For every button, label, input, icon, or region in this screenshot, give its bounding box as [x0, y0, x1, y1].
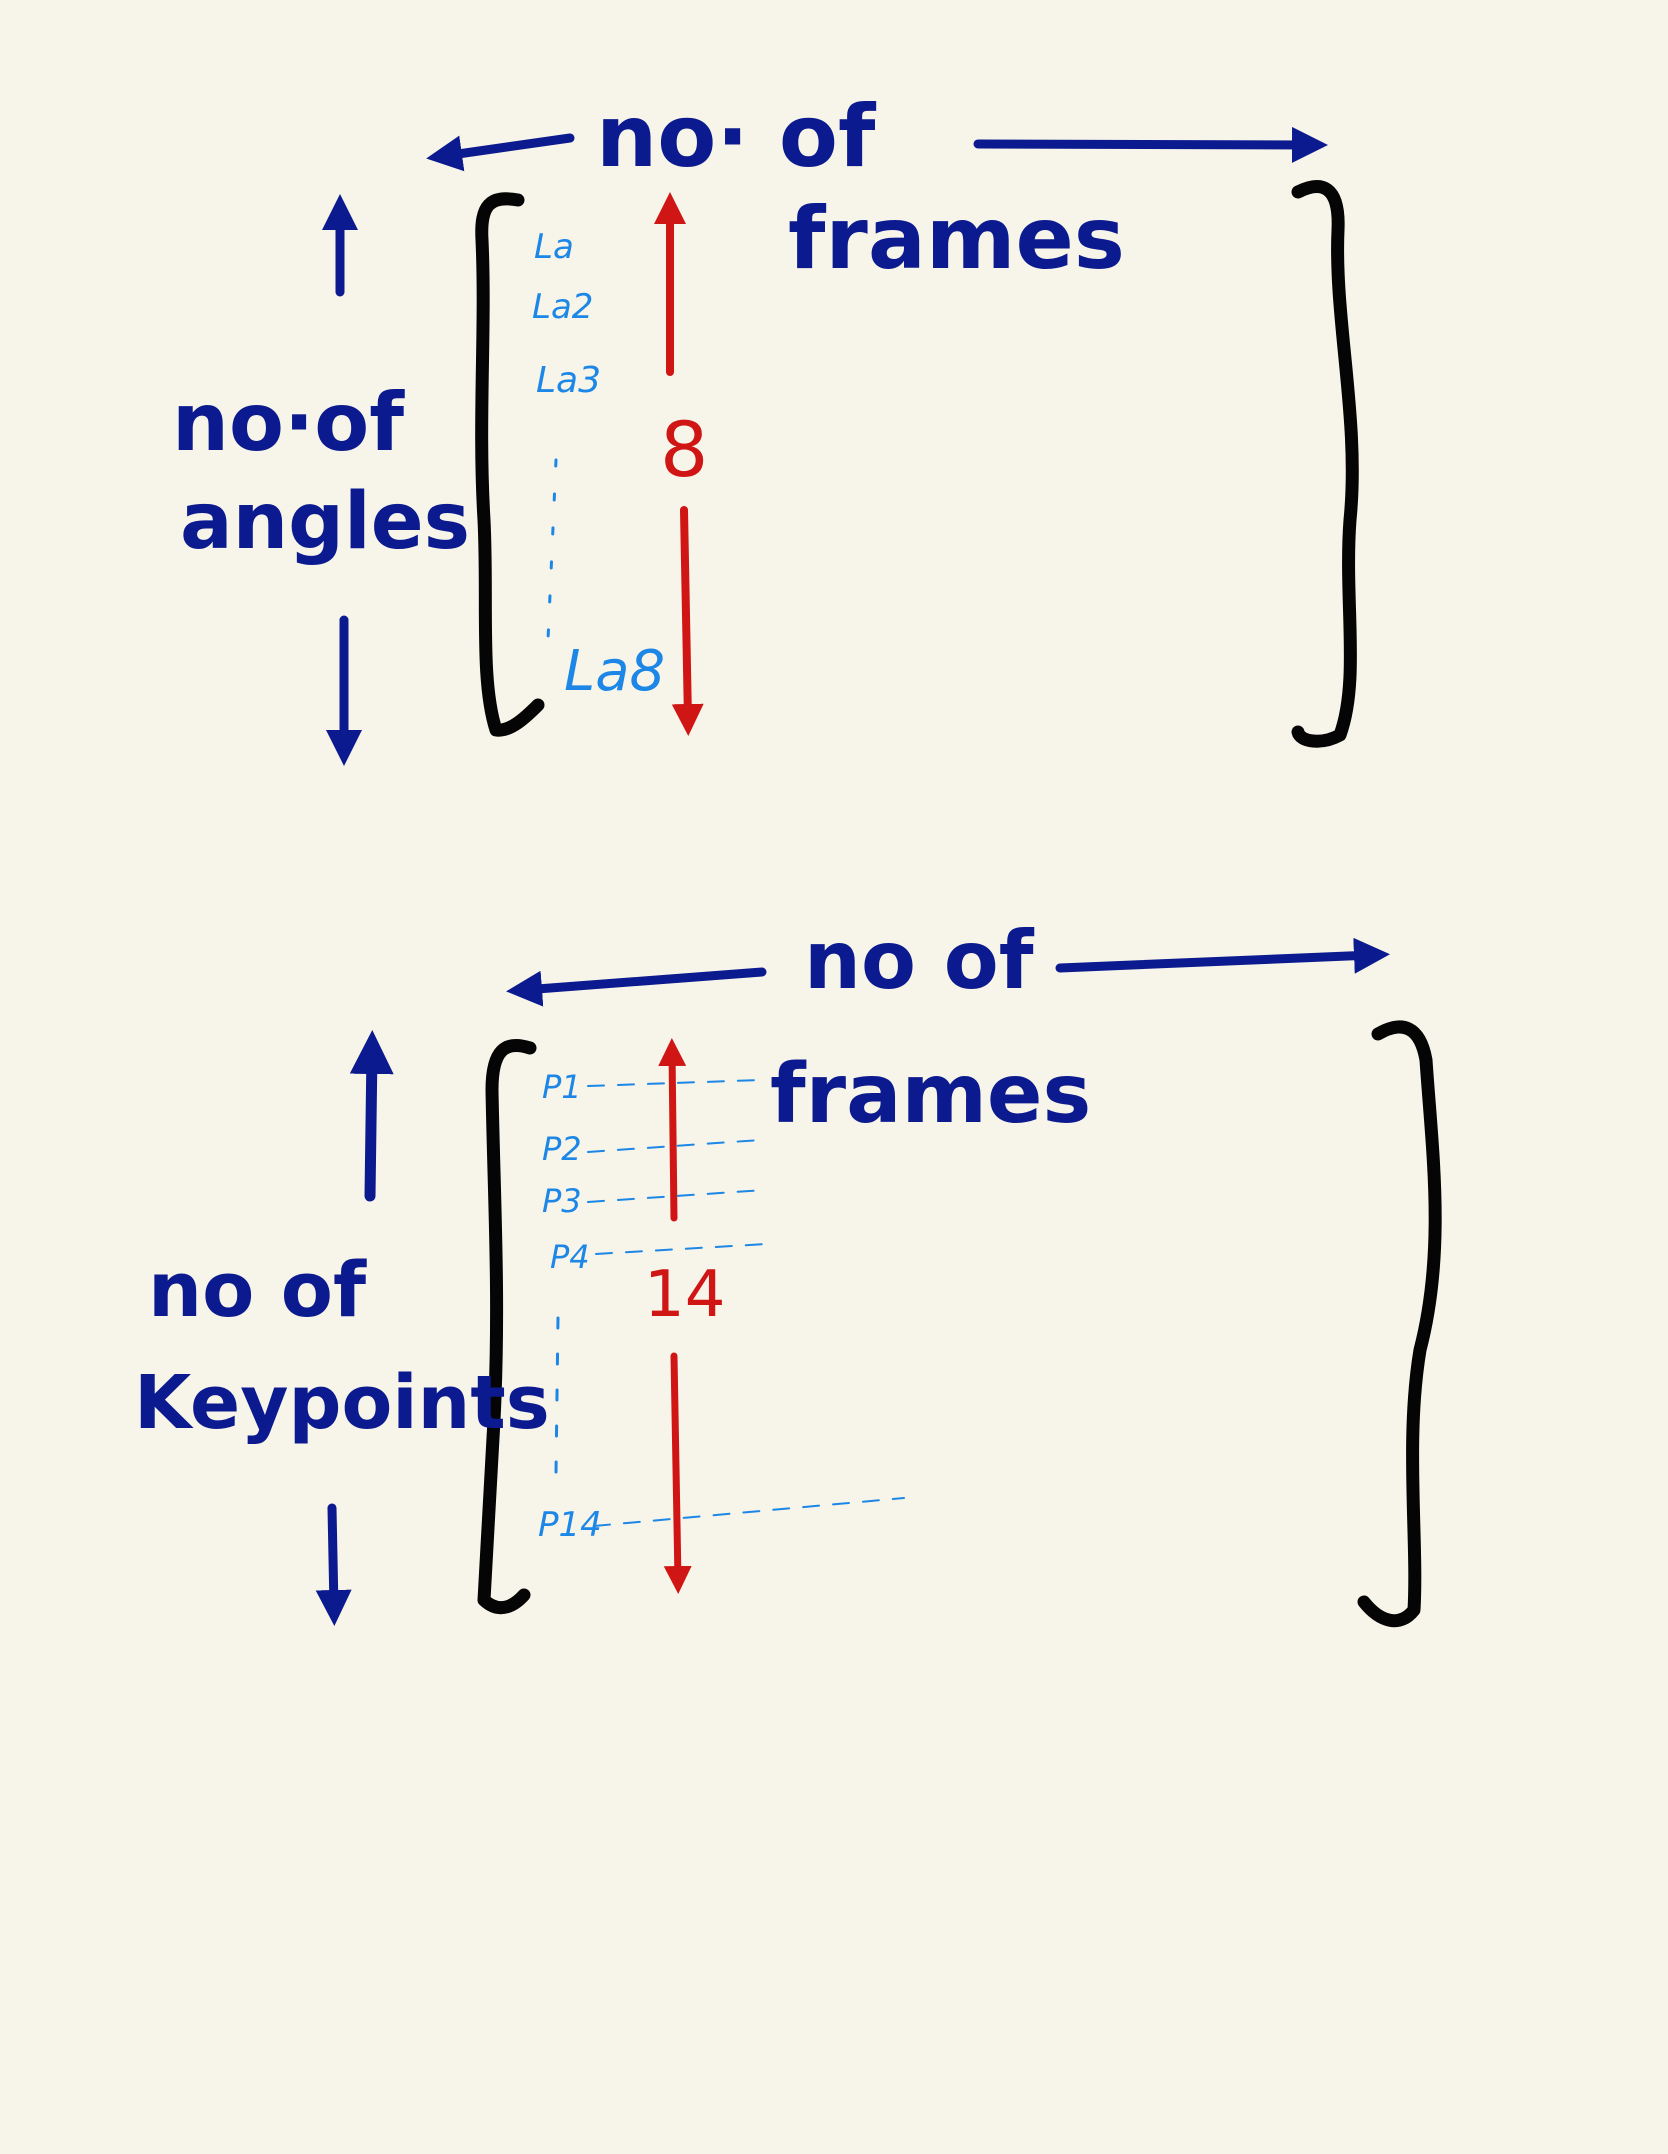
angles-frames-label-line2: frames: [788, 189, 1125, 289]
angles-row-label-3: La3: [536, 360, 601, 401]
angles-rows-label-line1: no·of: [172, 376, 405, 469]
keypoints-count-arrow-down: [663, 1352, 692, 1594]
angles-matrix-right-bracket: [1291, 180, 1359, 748]
angles-row-ellipsis: [546, 458, 558, 642]
keypoints-row-last-guide: [593, 1497, 905, 1527]
angles-row-count: 8: [660, 405, 708, 494]
keypoints-row-label-1: P1: [542, 1068, 582, 1106]
angles-frames-arrow-left: [426, 133, 575, 172]
keypoints-frames-arrow-left: [506, 967, 767, 1007]
keypoints-frames-arrow-right: [1055, 937, 1390, 974]
keypoints-frames-label-line2: frames: [770, 1047, 1091, 1142]
keypoints-matrix: no of frames no of Keypoints 14 P1 P2 P3…: [134, 914, 1442, 1628]
keypoints-frames-label-line1: no of: [804, 914, 1035, 1007]
keypoints-rows-arrow-up: [349, 1030, 394, 1202]
angles-matrix: no· of frames no·of angles 8 La La2 La3 …: [172, 87, 1359, 766]
keypoints-matrix-right-bracket: [1357, 1020, 1442, 1628]
keypoints-row-label-3: P3: [542, 1182, 582, 1220]
angles-row-label-last: La8: [564, 639, 665, 704]
angles-matrix-left-bracket: [475, 192, 545, 737]
angles-row-label-2: La2: [532, 287, 593, 327]
keypoints-row-3-guide: [587, 1189, 765, 1203]
angles-count-arrow-down: [671, 506, 704, 736]
keypoints-count-arrow-up: [658, 1038, 687, 1222]
keypoints-rows-label-line1: no of: [148, 1245, 367, 1334]
keypoints-rows-label-line2: Keypoints: [134, 1360, 550, 1446]
keypoints-row-label-4: P4: [550, 1238, 590, 1276]
angles-frames-arrow-right: [973, 126, 1328, 163]
angles-row-label-1: La: [534, 227, 574, 267]
keypoints-matrix-left-bracket: [477, 1038, 537, 1615]
angles-frames-label-line1: no· of: [596, 87, 877, 187]
keypoints-row-label-2: P2: [542, 1130, 582, 1168]
keypoints-rows-arrow-down: [315, 1503, 352, 1626]
keypoints-row-4-guide: [595, 1243, 767, 1255]
keypoints-row-label-last: P14: [538, 1505, 602, 1545]
angles-rows-label-line2: angles: [180, 477, 470, 567]
keypoints-row-count: 14: [644, 1258, 725, 1332]
keypoints-row-ellipsis: [554, 1316, 560, 1474]
